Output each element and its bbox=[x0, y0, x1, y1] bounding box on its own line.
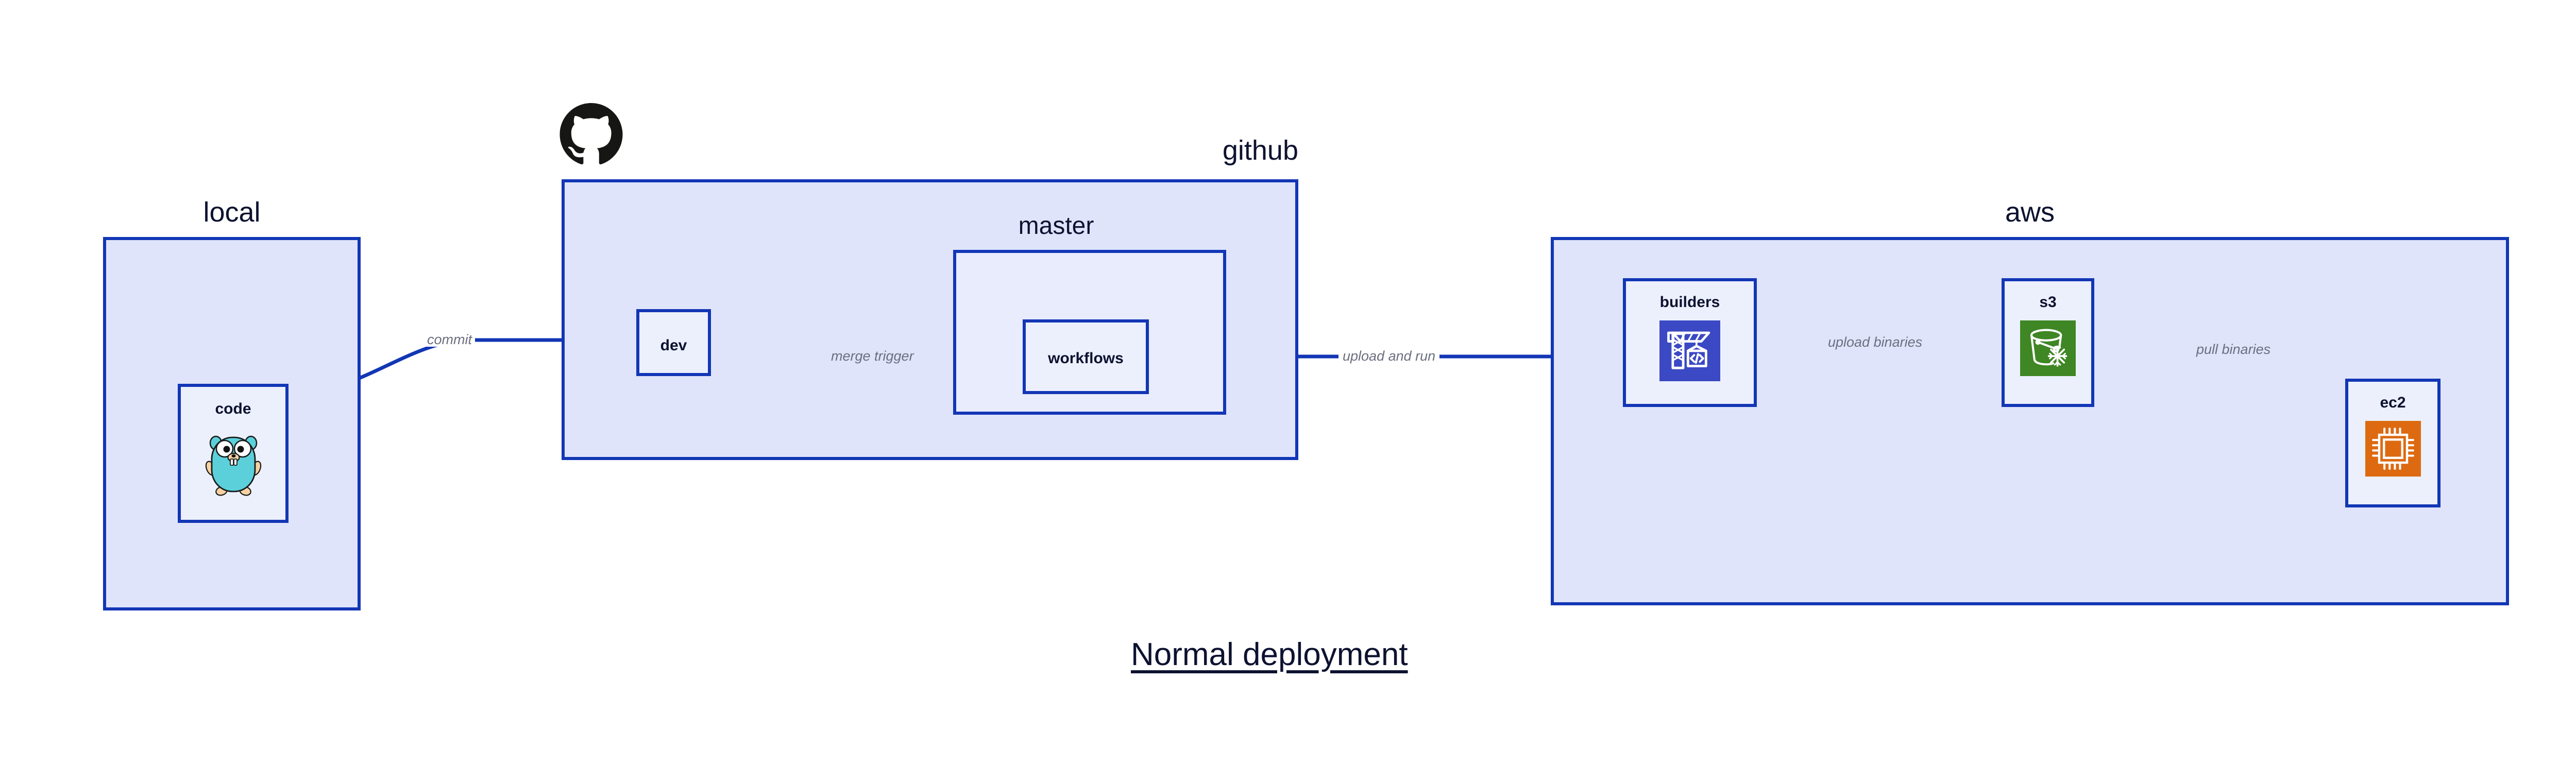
group-label-github: github bbox=[1222, 135, 1298, 166]
group-local bbox=[103, 237, 361, 610]
go-gopher-icon bbox=[205, 435, 261, 496]
node-label-workflows: workflows bbox=[1048, 350, 1124, 367]
edge-label-commit: commit bbox=[424, 333, 475, 347]
diagram-title: Normal deployment bbox=[1131, 637, 1408, 672]
subgroup-label-master: master bbox=[1018, 212, 1094, 240]
node-workflows[interactable]: workflows bbox=[1023, 319, 1149, 394]
node-code[interactable]: code bbox=[178, 384, 289, 523]
aws-codebuild-icon bbox=[1659, 320, 1720, 381]
group-label-aws: aws bbox=[2005, 197, 2055, 228]
node-label-dev: dev bbox=[660, 337, 687, 354]
node-ec2[interactable]: ec2 bbox=[2345, 379, 2441, 507]
node-label-s3: s3 bbox=[2039, 294, 2057, 311]
node-dev[interactable]: dev bbox=[636, 309, 711, 376]
edge-label-merge-trigger: merge trigger bbox=[827, 349, 918, 363]
group-label-local: local bbox=[203, 197, 261, 228]
node-label-code: code bbox=[215, 400, 251, 417]
node-s3[interactable]: s3 bbox=[2002, 278, 2094, 407]
node-builders[interactable]: builders bbox=[1623, 278, 1757, 407]
node-label-ec2: ec2 bbox=[2380, 394, 2406, 411]
edge-label-upload-and-run: upload and run bbox=[1338, 349, 1440, 363]
edge-label-upload-binaries: upload binaries bbox=[1824, 335, 1927, 349]
aws-s3-glacier-icon bbox=[2020, 320, 2076, 376]
edge-label-pull-binaries: pull binaries bbox=[2192, 343, 2275, 356]
node-label-builders: builders bbox=[1659, 294, 1720, 311]
aws-ec2-icon bbox=[2365, 421, 2421, 477]
github-octocat-icon bbox=[560, 103, 623, 164]
